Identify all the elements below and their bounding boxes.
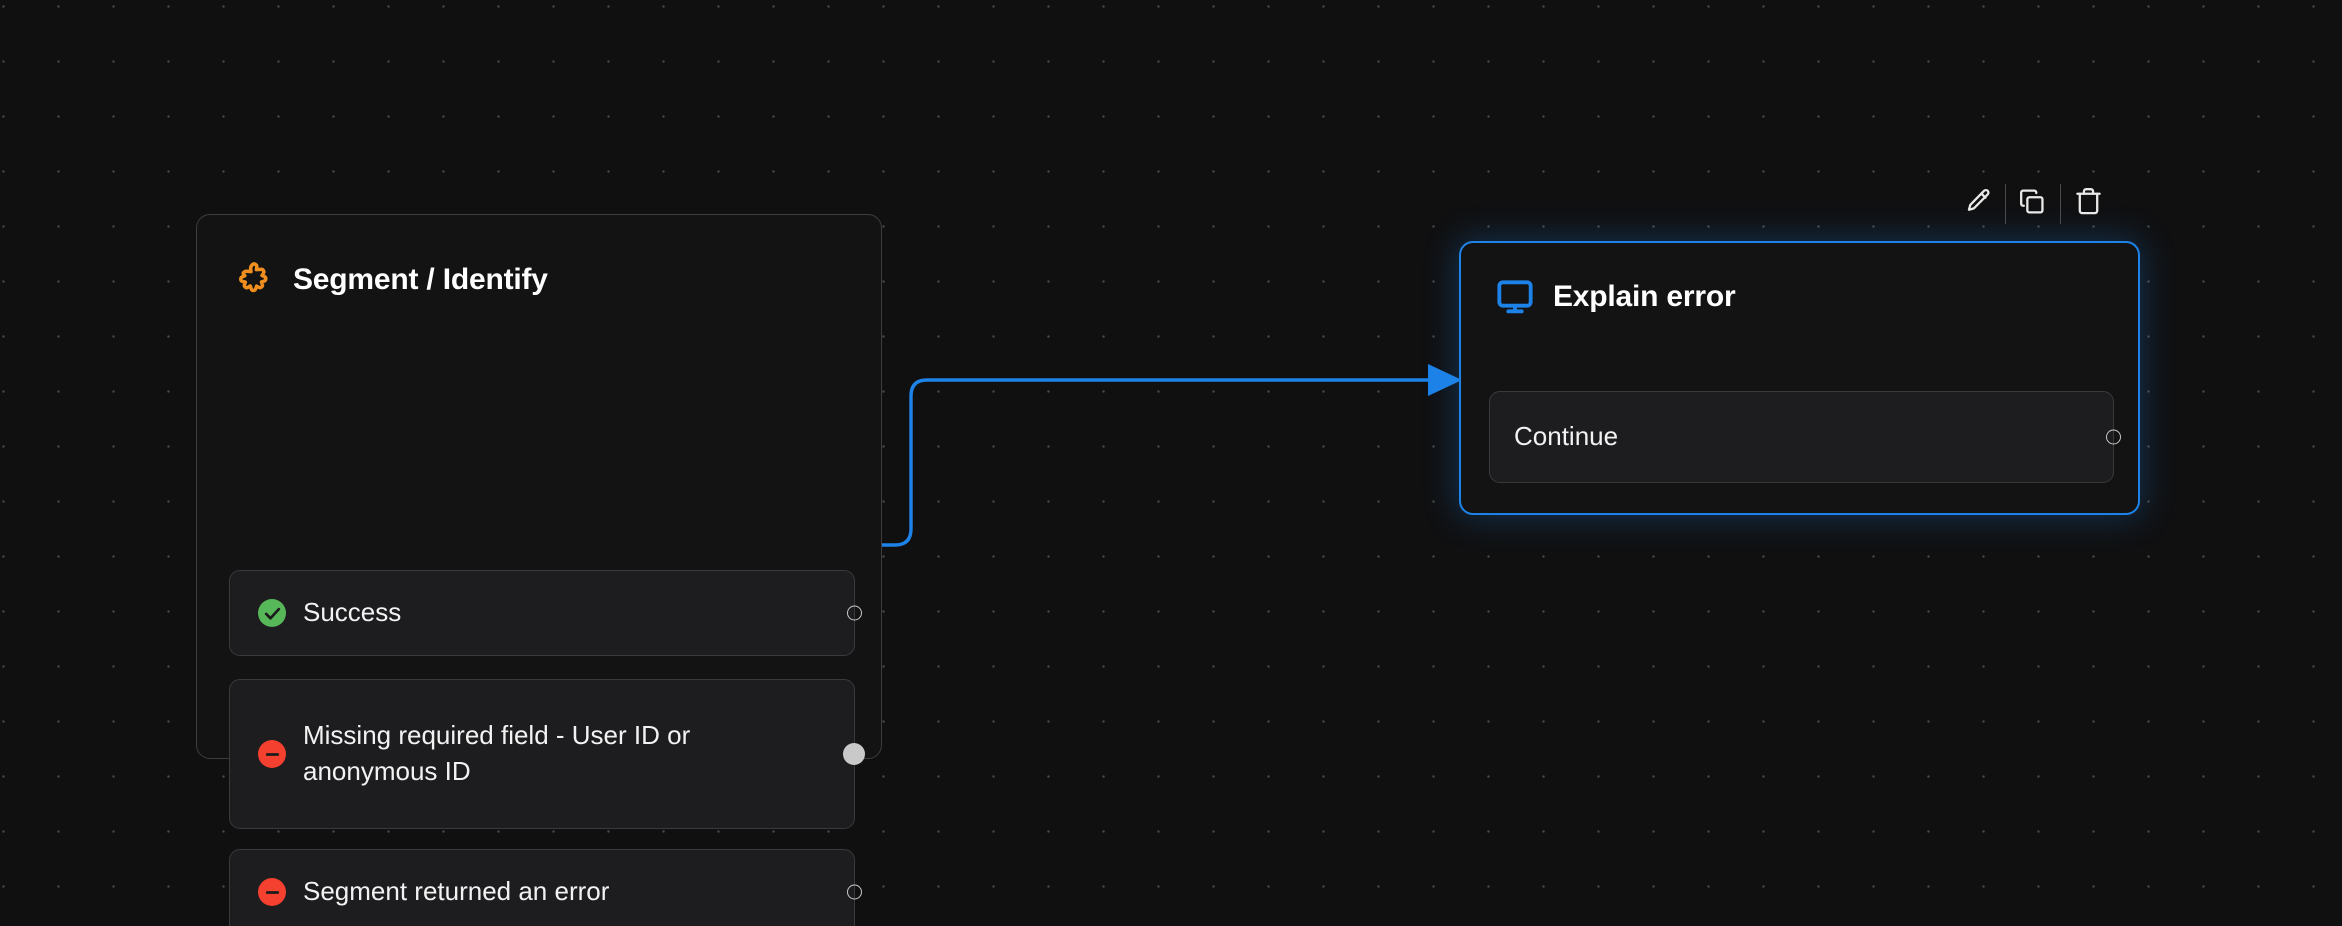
output-row-continue[interactable]: Continue (1489, 391, 2121, 483)
node-toolbar[interactable] (1951, 177, 2115, 231)
toolbar-divider (2060, 184, 2061, 224)
output-row-segment-returned-error[interactable]: Segment returned an error (229, 849, 862, 926)
node-title: Segment / Identify (293, 263, 548, 296)
puzzle-piece-icon (233, 258, 277, 302)
node-explain-error[interactable]: Explain error Continue (1459, 241, 2140, 515)
edge-missing-field-to-explain-error[interactable] (860, 364, 1462, 547)
node-title: Explain error (1553, 280, 1736, 313)
error-minus-icon (258, 878, 286, 906)
edit-node-button[interactable] (1951, 177, 2005, 231)
node-header: Segment / Identify (197, 215, 881, 302)
output-row-missing-required-field[interactable]: Missing required field - User ID or anon… (229, 679, 865, 829)
copy-icon (2019, 187, 2048, 221)
pencil-icon (1964, 187, 1993, 221)
output-handle-continue[interactable] (2106, 429, 2121, 445)
toolbar-divider (2005, 184, 2006, 224)
output-handle-segment-returned-error[interactable] (847, 884, 862, 900)
output-handle-success[interactable] (847, 605, 862, 621)
node-segment-identify[interactable]: Segment / Identify Success Missing requi… (196, 214, 882, 926)
success-check-icon (258, 599, 286, 627)
error-minus-icon (258, 740, 286, 768)
monitor-icon (1493, 275, 1537, 319)
node-header: Explain error (1461, 243, 2138, 319)
output-handle-missing-required-field[interactable] (843, 743, 865, 765)
output-row-label: Continue (1514, 421, 1619, 452)
trash-icon (2074, 187, 2103, 221)
arrowhead-right-icon (1428, 364, 1462, 396)
duplicate-node-button[interactable] (2006, 177, 2060, 231)
delete-node-button[interactable] (2061, 177, 2115, 231)
output-row-label: Segment returned an error (303, 876, 610, 907)
output-row-label: Success (303, 597, 402, 628)
output-row-label: Missing required field - User ID or anon… (303, 720, 691, 786)
output-row-success[interactable]: Success (229, 570, 862, 656)
